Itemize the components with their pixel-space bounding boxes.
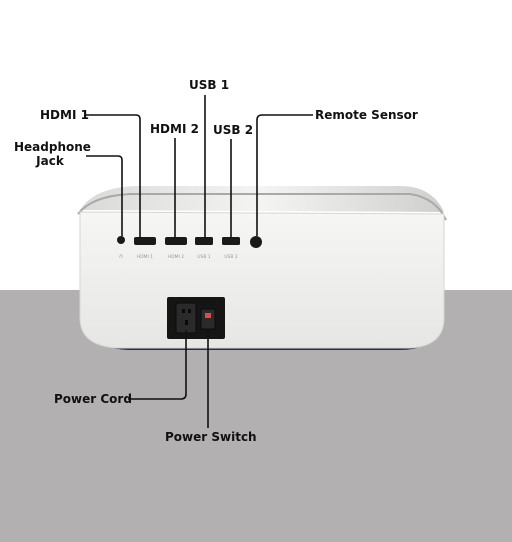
label-power-cord: Power Cord bbox=[54, 392, 132, 406]
usb1-mark: USB 1 bbox=[197, 254, 211, 260]
label-remote-sensor: Remote Sensor bbox=[315, 108, 418, 122]
power-switch bbox=[200, 308, 216, 330]
remote-sensor-window bbox=[250, 236, 262, 248]
usb1-port bbox=[195, 237, 213, 245]
label-hdmi1: HDMI 1 bbox=[40, 108, 89, 122]
device-body bbox=[79, 211, 445, 349]
label-power-switch: Power Switch bbox=[165, 430, 257, 444]
power-cord-pin-1 bbox=[182, 309, 185, 313]
headphone-jack-port bbox=[117, 236, 125, 244]
label-usb2: USB 2 bbox=[213, 123, 254, 137]
power-cord-socket bbox=[175, 302, 197, 334]
usb2-mark: USB 2 bbox=[224, 254, 238, 260]
usb2-port bbox=[222, 237, 240, 245]
hdmi2-port bbox=[165, 237, 187, 245]
hdmi1-mark: HDMI 1 bbox=[137, 254, 153, 260]
leader-hdmi1 bbox=[85, 114, 141, 238]
label-usb1: USB 1 bbox=[189, 78, 230, 92]
power-cord-pin-3 bbox=[185, 320, 188, 325]
leader-headphone bbox=[86, 155, 123, 236]
label-hdmi2: HDMI 2 bbox=[150, 122, 199, 136]
device-top-lid bbox=[80, 186, 444, 212]
hdmi2-mark: HDMI 2 bbox=[168, 254, 184, 260]
leader-remote bbox=[256, 114, 313, 236]
power-switch-indicator bbox=[205, 313, 211, 318]
power-cord-pin-2 bbox=[188, 309, 191, 313]
hdmi1-port bbox=[134, 237, 156, 245]
device-top-edge bbox=[77, 193, 447, 221]
leader-power-cord bbox=[128, 330, 187, 400]
headphone-mark: ∩ bbox=[119, 253, 123, 260]
